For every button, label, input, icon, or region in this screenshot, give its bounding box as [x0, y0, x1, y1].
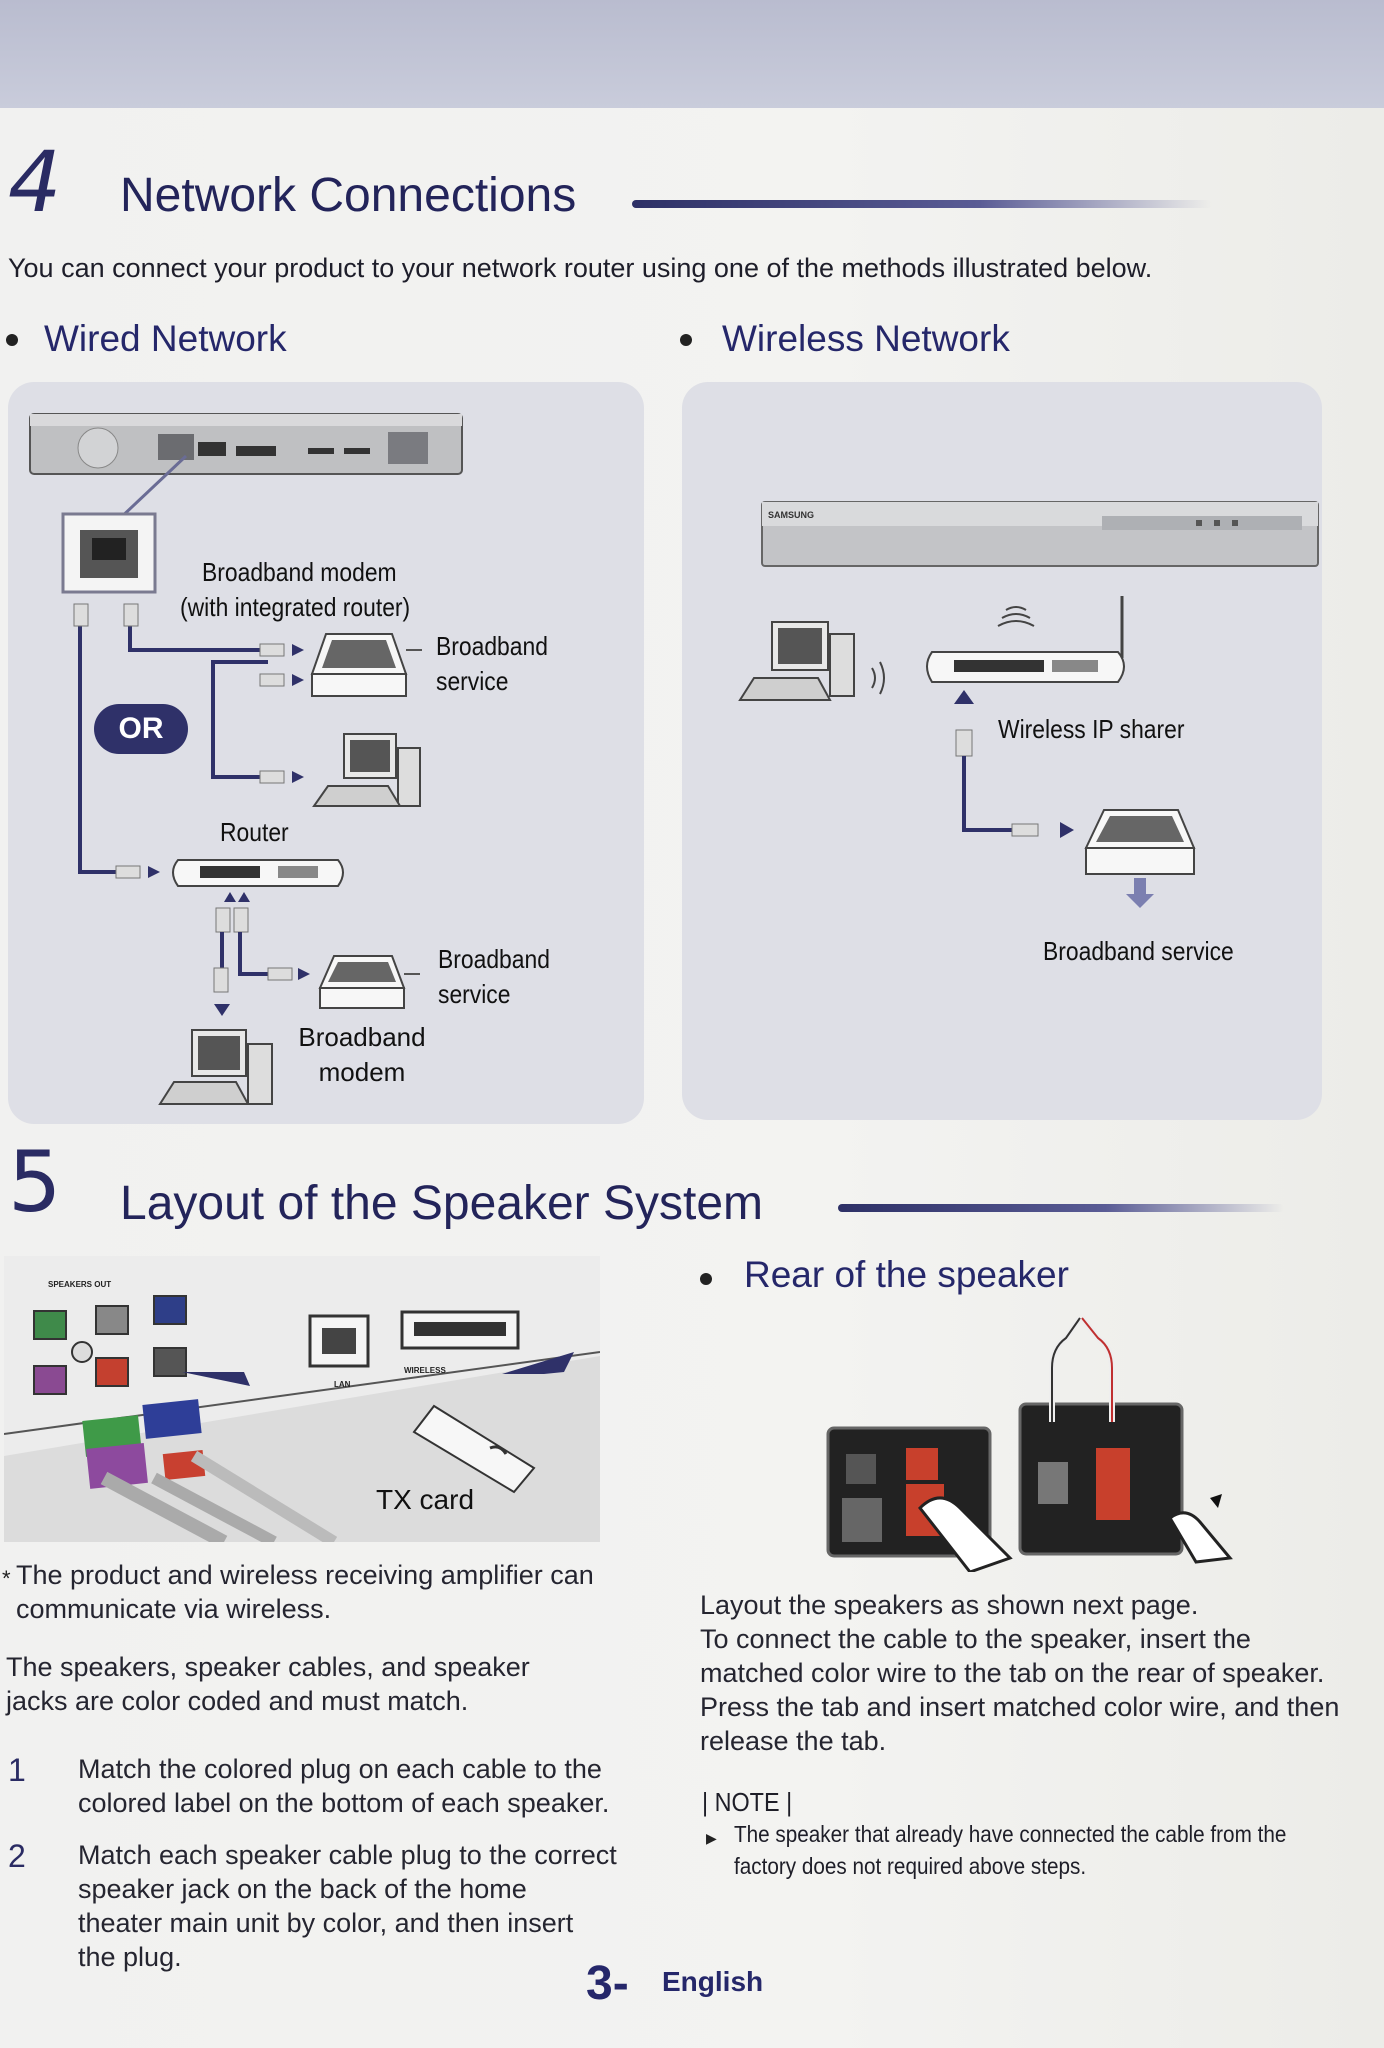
- section-number: 4: [8, 133, 62, 231]
- home-theater-unit-icon: [29, 413, 463, 475]
- tx-card-icon: [412, 1404, 536, 1494]
- triangle-bullet-icon: ▶: [706, 1830, 717, 1846]
- color-coded-text: The speakers, speaker cables, and speake…: [6, 1652, 530, 1716]
- broadband-modem-icon: [310, 633, 408, 697]
- rear-panel-illustration: [4, 1256, 600, 1542]
- wired-network-heading: Wired Network: [44, 318, 287, 359]
- top-color-band: [0, 0, 1384, 108]
- note-label: | NOTE |: [702, 1787, 793, 1817]
- broadband-modem-icon-2: [318, 955, 406, 1009]
- broadband-modem-label-2-line1: Broadband: [298, 1022, 426, 1052]
- wireless-slot-icon: [400, 1310, 520, 1350]
- finger-press-icon: [918, 1496, 1013, 1572]
- broadband-service-label-2-line2: service: [438, 979, 511, 1009]
- broadband-service-label-2-line1: Broadband: [438, 944, 550, 974]
- asterisk-icon: *: [2, 1566, 11, 1591]
- step-number-2: 2: [8, 1838, 26, 1874]
- title-rule-5: [838, 1204, 1284, 1212]
- step-number-1: 1: [8, 1752, 26, 1788]
- wireless-ip-sharer-icon: [926, 596, 1125, 683]
- title-rule: [632, 200, 1212, 208]
- broadband-modem-label-2-line2: modem: [318, 1057, 406, 1087]
- speaker-cable-plugs: [82, 1399, 338, 1542]
- step-text-2: Match each speaker cable plug to the cor…: [78, 1840, 617, 1972]
- router-label: Router: [220, 817, 289, 847]
- lan-label: LAN: [334, 1380, 351, 1389]
- speaker-terminal-icons: [33, 1295, 187, 1395]
- broadband-service-label-line1: Broadband: [436, 631, 548, 661]
- or-badge: OR: [94, 704, 188, 754]
- tx-card-label: TX card: [376, 1484, 475, 1515]
- wireless-broadband-service-label: Broadband service: [1043, 936, 1234, 966]
- broadband-service-label-line2: service: [436, 666, 509, 696]
- note-text: The speaker that already have connected …: [734, 1821, 1287, 1879]
- wireless-note: The product and wireless receiving ampli…: [16, 1560, 594, 1624]
- wired-bullet: [6, 333, 18, 351]
- rear-bullet: [700, 1272, 712, 1290]
- section-title-5: Layout of the Speaker System: [120, 1177, 764, 1230]
- home-theater-front-icon: [761, 501, 1319, 567]
- wireless-bullet: [680, 333, 692, 351]
- speaker-rear-illustration: [826, 1316, 1233, 1572]
- wireless-signal-icon: [871, 606, 1035, 695]
- wireless-network-diagram: [738, 501, 1319, 908]
- device-brand-label: SAMSUNG: [768, 510, 815, 520]
- page-number: 3-: [586, 1957, 629, 2010]
- speakers-out-label: SPEAKERS OUT: [48, 1280, 112, 1289]
- footer-language: English: [662, 1966, 764, 1997]
- speaker-wire-icon: [1049, 1316, 1115, 1422]
- section-title: Network Connections: [120, 169, 577, 222]
- computer-icon-3: [738, 621, 855, 701]
- computer-icon-2: [158, 1029, 273, 1105]
- section-intro: You can connect your product to your net…: [8, 253, 1153, 283]
- step-text-1: Match the colored plug on each cable to …: [78, 1754, 610, 1818]
- computer-icon: [312, 733, 421, 807]
- lan-port-icon: [61, 512, 157, 594]
- wireless-network-heading: Wireless Network: [722, 318, 1010, 359]
- wireless-slot-label: WIRELESS: [404, 1366, 446, 1375]
- router-icon: [172, 859, 344, 887]
- modem-label-line1: Broadband modem: [202, 557, 397, 587]
- wired-network-diagram: [29, 413, 463, 1105]
- rear-speaker-instructions: Layout the speakers as shown next page. …: [700, 1590, 1340, 1756]
- rear-speaker-heading: Rear of the speaker: [744, 1254, 1069, 1295]
- speaker-terminal-panel-2: [1018, 1402, 1184, 1556]
- modem-label-line2: (with integrated router): [180, 592, 411, 622]
- wireless-ip-sharer-label: Wireless IP sharer: [998, 714, 1185, 744]
- section-number-5: 5: [8, 1133, 62, 1231]
- lan-port-icon-2: [308, 1314, 370, 1368]
- broadband-modem-icon-3: [1084, 809, 1196, 875]
